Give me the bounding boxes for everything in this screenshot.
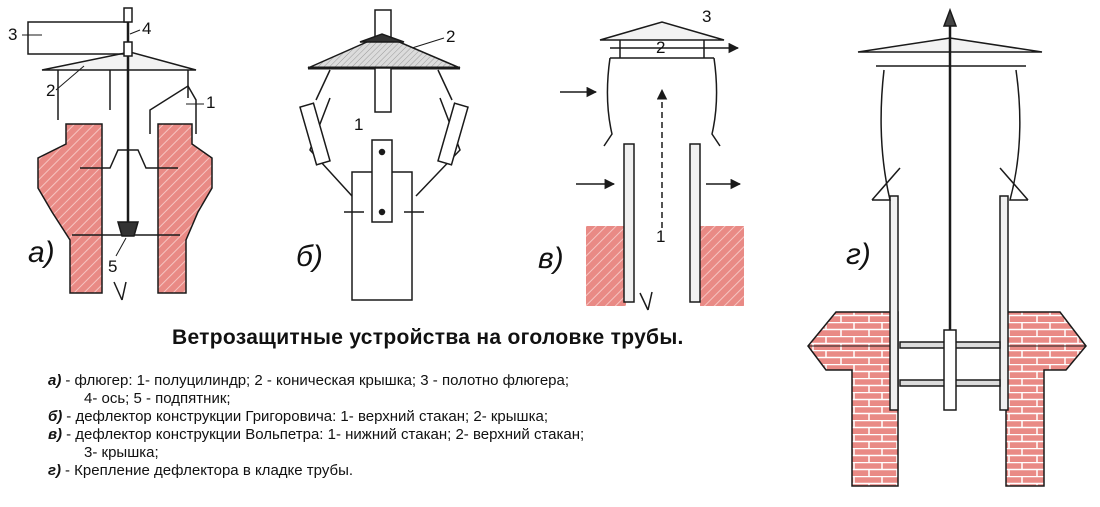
legend-item-b: б)- дефлектор конструкции Григоровича: 1… [48,408,808,426]
legend-item-v: в)- дефлектор конструкции Вольпетра: 1- … [48,426,808,462]
panel-a-letter: а) [28,236,55,269]
figure-heading: Ветрозащитные устройства на оголовке тру… [172,326,684,349]
panel-a-conical-cap [41,51,197,71]
panel-v-label-3: 3 [702,7,711,26]
legend-text-v: - дефлектор конструкции Вольпетра: 1- ни… [66,426,585,443]
legend-text-v-cont: 3- крышка; [84,444,159,461]
legend-text-a: - флюгер: 1- полуцилиндр; 2 - коническая… [65,372,570,389]
panel-a-label-3: 3 [8,25,17,44]
legend-key-b: б) [48,408,63,425]
panel-v-cap [599,21,725,41]
panel-a-chimney-right [157,123,213,294]
panel-a-chimney-left [37,123,103,294]
figure-legend: а)- флюгер: 1- полуцилиндр; 2 - коническ… [48,372,808,480]
panel-g-shell [872,69,891,201]
panel-a-label-5: 5 [108,257,117,276]
panel-a-vane [27,21,129,55]
panel-b-upper-glass [309,97,353,197]
panel-a-half-cylinder [149,84,197,134]
legend-text-g: - Крепление дефлектора в кладке трубы. [65,462,354,479]
panel-g-deflector-mounting [807,7,1087,487]
panel-g-letter: г) [846,238,871,271]
legend-text-a-cont: 4- ось; 5 - подпятник; [84,390,231,407]
legend-item-g: г)- Крепление дефлектора в кладке трубы. [48,462,808,480]
panel-v-label-2: 2 [656,38,665,57]
panel-b-grigorovich-deflector [299,9,469,301]
panel-v-upper-glass [603,57,613,147]
panel-b-label-1: 1 [354,115,363,134]
panel-a-label-4: 4 [142,19,151,38]
panel-v-lower-glass [623,143,635,303]
legend-item-a: а)- флюгер: 1- полуцилиндр; 2 - коническ… [48,372,808,408]
legend-key-g: г) [48,462,62,479]
legend-text-b: - дефлектор конструкции Григоровича: 1- … [66,408,548,425]
panel-b-letter: б) [296,240,323,273]
panel-v-label-1: 1 [656,227,665,246]
panel-b-label-2: 2 [446,27,455,46]
panel-a-weathervane [27,7,213,301]
legend-key-a: а) [48,372,62,389]
panel-v-letter: в) [538,242,564,275]
panel-a-label-2: 2 [46,81,55,100]
legend-key-v: в) [48,426,63,443]
panel-a-thrust-bearing [117,221,139,237]
panel-v-volpert-deflector [560,21,744,311]
panel-a-label-1: 1 [206,93,215,112]
